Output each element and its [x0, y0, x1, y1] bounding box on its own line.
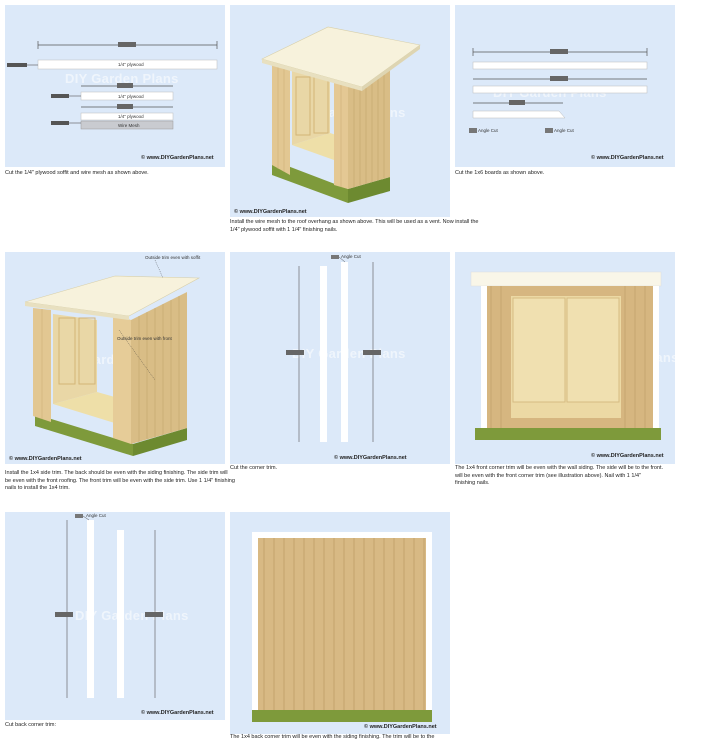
shed-side-trim-illustration: [24, 259, 201, 456]
credit: © www.DIYGardenPlans.net: [591, 453, 664, 459]
angle-cut-label: Angle Cut: [86, 513, 106, 518]
soffit-diagram: [7, 41, 218, 130]
credit: © www.DIYGardenPlans.net: [9, 456, 82, 462]
angle-cut-label: Angle Cut: [478, 128, 498, 133]
caption-p2: Install the wire mesh to the roof overha…: [230, 219, 479, 233]
angle-cut-label: Angle Cut: [554, 128, 574, 133]
shed-front-illustration: [470, 271, 662, 440]
caption-p7: Cut back corner trim:: [5, 722, 57, 728]
board-label-2: 1/4" plywood: [118, 94, 144, 99]
back-trim-diagram: [55, 514, 163, 698]
corner-trim-diagram: [286, 255, 381, 442]
board-label-3: 1/4" plywood: [118, 114, 144, 119]
credit: © www.DIYGardenPlans.net: [591, 155, 664, 161]
shed-soffit-illustration: [261, 26, 421, 203]
panel-front-corner-trim: DIY Garden Plans © www.DIYGardenPlans.ne…: [455, 252, 675, 464]
callout-mid: Outside trim even with front: [117, 336, 172, 341]
panel-back-corner-trim: DIY Garden Plans © www.DIYGardenPlans.ne…: [230, 512, 450, 734]
panel-soffit-install: DIY Garden Plans © www.DIYGardenPlans.ne…: [230, 5, 450, 217]
angle-cut-label: Angle Cut: [341, 254, 361, 259]
caption-p5: Cut the corner trim.: [230, 465, 278, 471]
panel-trim-cut: DIY Garden Plans Angle Cut Angle Cut © w…: [455, 5, 675, 167]
credit: © www.DIYGardenPlans.net: [141, 155, 214, 161]
credit: © www.DIYGardenPlans.net: [234, 209, 307, 215]
panel-corner-trim-cut: DIY Garden Plans Angle Cut © www.DIYGard…: [230, 252, 450, 464]
callout-top: Outside trim even with soffit: [145, 255, 201, 260]
caption-p3: Cut the 1x6 boards as shown above.: [455, 170, 545, 176]
credit: © www.DIYGardenPlans.net: [334, 455, 407, 461]
watermark: DIY Garden Plans: [65, 71, 179, 86]
credit: © www.DIYGardenPlans.net: [364, 724, 437, 730]
caption-p8: The 1x4 back corner trim will be even wi…: [230, 734, 435, 740]
board-label-4: Wire Mesh: [118, 123, 140, 128]
watermark: DIY Garden Plans: [75, 608, 189, 623]
credit: © www.DIYGardenPlans.net: [141, 710, 214, 716]
caption-p1: Cut the 1/4" plywood soffit and wire mes…: [5, 170, 149, 176]
caption-p6: The 1x4 front corner trim will be even w…: [455, 465, 664, 486]
panel-back-trim-cut: DIY Garden Plans Angle Cut © www.DIYGard…: [5, 512, 225, 720]
board-label-1: 1/4" plywood: [118, 62, 144, 67]
shed-back-illustration: [252, 532, 432, 722]
panel-soffit-cut: DIY Garden Plans 1/4" plywood 1/4" plywo…: [5, 5, 225, 167]
caption-p4: Install the 1x4 side trim. The back shou…: [5, 470, 235, 491]
trim-diagram: [469, 48, 648, 133]
panel-side-trim: DIY Garden Plans Outside trim even with …: [5, 252, 225, 464]
